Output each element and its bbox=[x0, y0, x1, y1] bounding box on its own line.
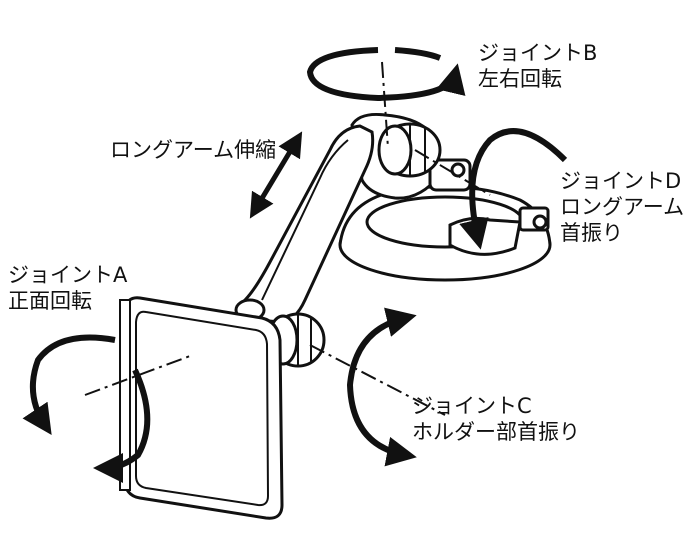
joint-d-desc2: 首振り bbox=[560, 221, 623, 245]
joint-b-title: ジョイントB bbox=[478, 41, 598, 65]
arm-title: ロングアーム伸縮 bbox=[110, 138, 277, 162]
arm-extend-arrow bbox=[249, 131, 303, 219]
joint-c-swing-arrow bbox=[346, 307, 417, 467]
joint-b-label: ジョイントB 左右回転 bbox=[478, 40, 597, 92]
arm-label: ロングアーム伸縮 bbox=[110, 137, 276, 163]
joint-c-title: ジョイントC bbox=[412, 394, 532, 418]
joint-a-rotate-arrow bbox=[22, 334, 151, 483]
joint-d-swing-arrow bbox=[459, 128, 568, 250]
joint-c-label: ジョイントC ホルダー部首振り bbox=[412, 393, 580, 445]
suction-base bbox=[338, 185, 552, 282]
joint-d-desc1: ロングアーム bbox=[560, 195, 685, 219]
joint-b-desc: 左右回転 bbox=[478, 67, 562, 91]
joint-b-rotate-arrow bbox=[306, 47, 466, 102]
joint-a-desc: 正面回転 bbox=[8, 289, 92, 313]
joint-a-label: ジョイントA 正面回転 bbox=[8, 262, 127, 314]
joint-c-desc: ホルダー部首振り bbox=[412, 420, 580, 444]
joint-a-title: ジョイントA bbox=[8, 263, 128, 287]
holder-plate bbox=[119, 296, 284, 520]
rotation-axes bbox=[84, 61, 491, 416]
joint-d-label: ジョイントD ロングアーム 首振り bbox=[560, 168, 684, 246]
joint-d-title: ジョイントD bbox=[560, 169, 682, 193]
joint-b-knob bbox=[377, 122, 442, 178]
